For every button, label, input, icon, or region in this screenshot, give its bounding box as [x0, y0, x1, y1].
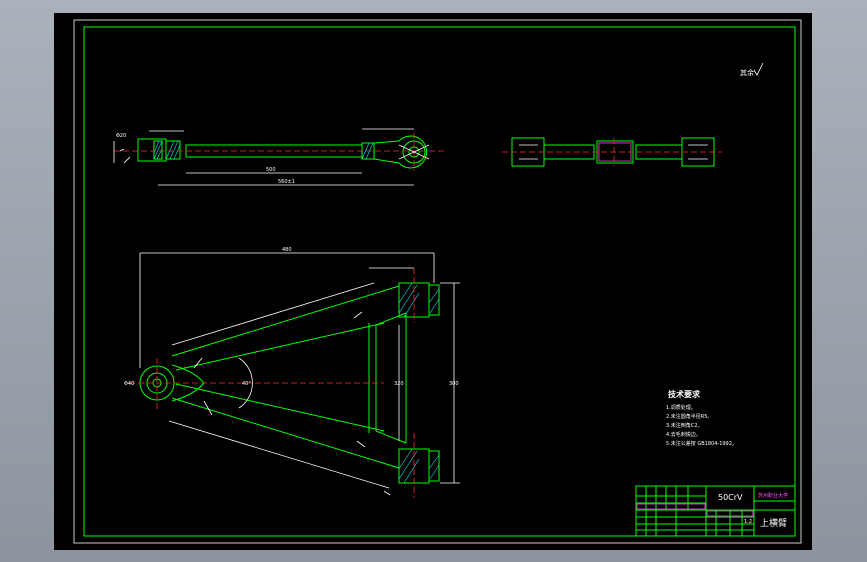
side-view — [502, 137, 722, 167]
svg-text:40°: 40° — [242, 381, 251, 387]
cad-drawing: 其余 — [73, 19, 802, 544]
tech-req-1: 1.调质处理。 — [666, 404, 696, 411]
tech-req-4: 4.去毛刺锐边。 — [666, 431, 701, 438]
outer-frame — [73, 19, 802, 544]
tech-req-3: 3.未注倒角C2。 — [666, 422, 702, 429]
svg-text:320: 320 — [394, 381, 404, 387]
svg-text:560±1: 560±1 — [278, 179, 295, 185]
a-arm-view: 480 300 320 40° Φ40 — [124, 247, 460, 498]
dim-overall-width: 480 — [282, 247, 292, 253]
title-material: 50CrV — [718, 493, 743, 502]
tech-req-title: 技术要求 — [668, 389, 701, 399]
roughness-note: 其余 — [740, 68, 754, 77]
svg-text:300: 300 — [449, 381, 459, 387]
svg-text:Φ40: Φ40 — [124, 381, 134, 387]
title-block: 50CrV 苏州职业大学 上横臂 1:2 — [635, 485, 796, 537]
svg-text:500: 500 — [266, 167, 276, 173]
title-part-name: 上横臂 — [760, 517, 787, 529]
technical-requirements: 技术要求 1.调质处理。 2.未注圆角半径R5。 3.未注倒角C2。 4.去毛刺… — [666, 389, 737, 447]
inner-frame — [83, 26, 796, 537]
tech-req-2: 2.未注圆角半径R5。 — [666, 413, 712, 420]
title-scale: 1:2 — [744, 519, 752, 525]
svg-text:Φ20: Φ20 — [116, 133, 126, 139]
tech-req-5: 5.未注公差按 GB1804-1992。 — [666, 440, 737, 447]
title-school: 苏州职业大学 — [758, 492, 788, 499]
rod-view: 500 560±1 Φ20 — [113, 128, 444, 186]
drawing-sheet[interactable]: 其余 — [54, 13, 812, 550]
